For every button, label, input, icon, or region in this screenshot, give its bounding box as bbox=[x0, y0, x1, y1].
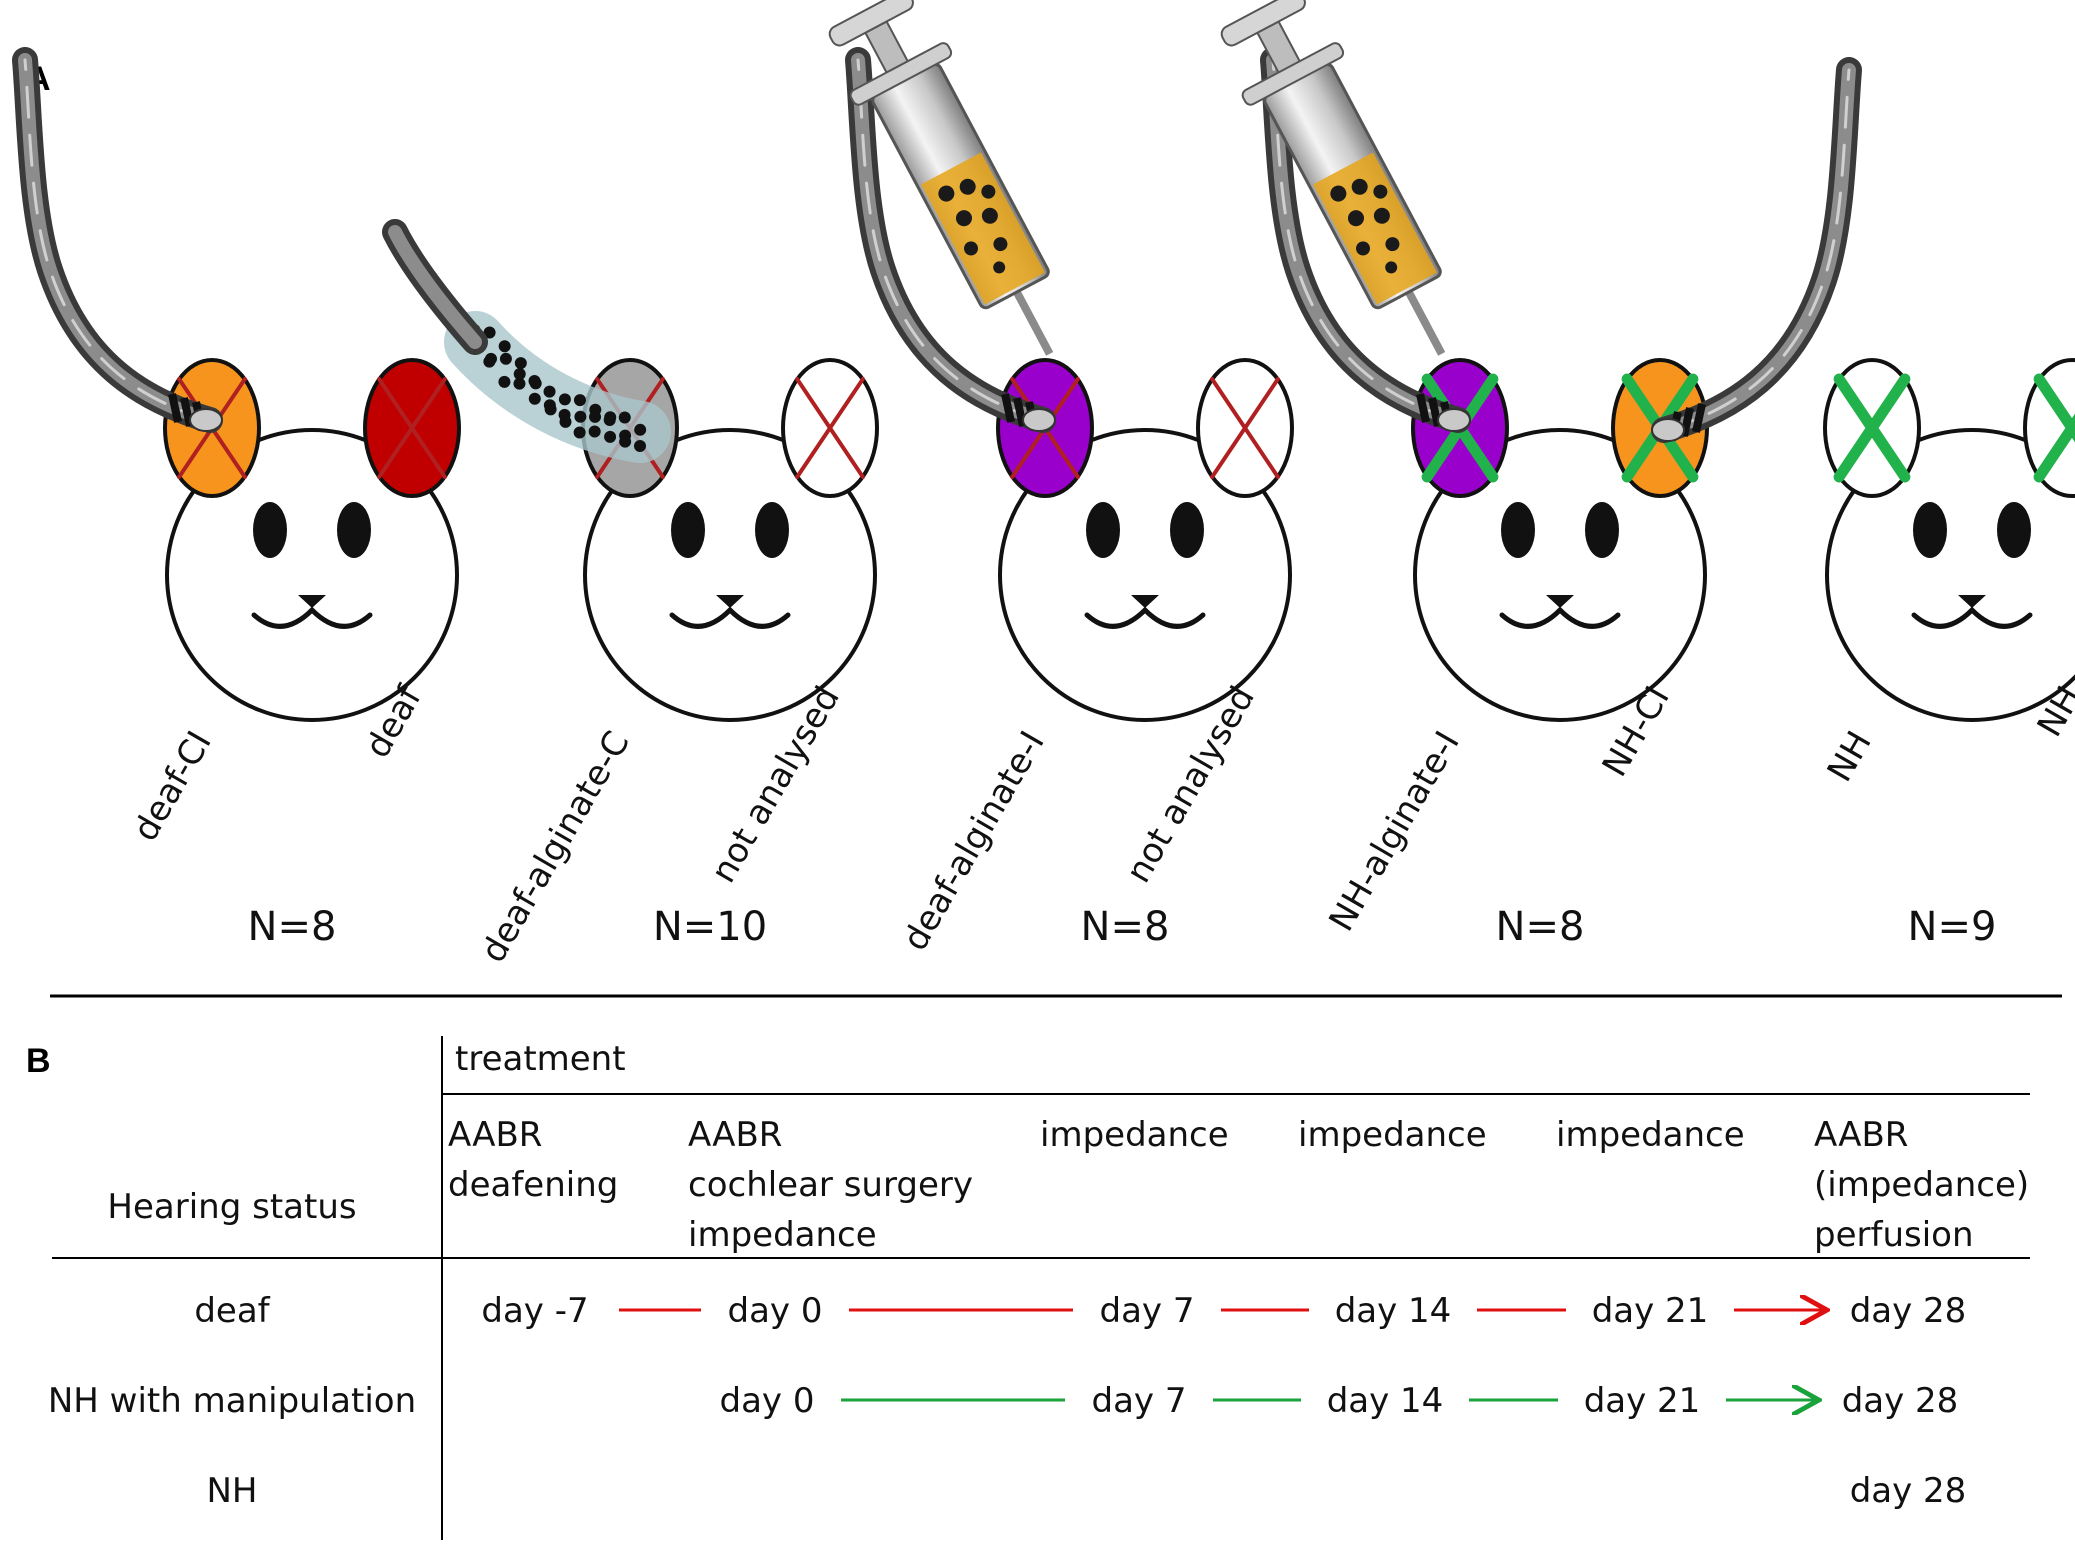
column-header-line: impedance bbox=[1556, 1115, 1745, 1155]
mouth-icon bbox=[1084, 606, 1206, 629]
group-size-label: N=8 bbox=[1496, 904, 1585, 950]
nose-icon bbox=[1546, 595, 1574, 608]
column-headers: AABR deafening AABR cochlear surgery impedan… bbox=[448, 1115, 2029, 1255]
nose-icon bbox=[1958, 595, 1986, 608]
eye-icon bbox=[1585, 502, 1619, 558]
hearing-status-label: deaf bbox=[194, 1291, 270, 1331]
hearing-status-header: Hearing status bbox=[107, 1187, 356, 1227]
left-ear-label: deaf-alginate-C bbox=[473, 725, 637, 970]
mouse-head bbox=[998, 428, 1292, 722]
mouth-icon bbox=[251, 606, 373, 629]
column-header-line: impedance bbox=[1298, 1115, 1487, 1155]
panel-b-letter: B bbox=[26, 1042, 51, 1080]
eye-icon bbox=[755, 502, 789, 558]
timeline-table: treatment Hearing status AABRdeafeningAA… bbox=[48, 1036, 2030, 1540]
hearing-status-label: NH bbox=[207, 1471, 258, 1511]
treatment-header: treatment bbox=[455, 1039, 626, 1079]
day-label: day 14 bbox=[1335, 1291, 1452, 1331]
day-label: day 0 bbox=[720, 1381, 815, 1421]
eye-icon bbox=[253, 502, 287, 558]
column-header-line: impedance bbox=[1040, 1115, 1229, 1155]
mouse-head bbox=[165, 428, 459, 722]
left-ear-label: deaf-CI bbox=[125, 725, 219, 848]
column-header-line: impedance bbox=[688, 1215, 877, 1255]
group-size-label: N=8 bbox=[1081, 904, 1170, 950]
nose-icon bbox=[1131, 595, 1159, 608]
day-label: day 28 bbox=[1850, 1291, 1967, 1331]
nose-icon bbox=[298, 595, 326, 608]
group-size-label: N=10 bbox=[653, 904, 767, 950]
day-label: day 14 bbox=[1327, 1381, 1444, 1421]
left-ear-label: deaf-alginate-I bbox=[895, 725, 1053, 958]
column-header-line: AABR bbox=[448, 1115, 542, 1155]
mouth-icon bbox=[1499, 606, 1621, 629]
group-size-label: N=8 bbox=[248, 904, 337, 950]
day-label: day 21 bbox=[1592, 1291, 1709, 1331]
column-header-line: AABR bbox=[688, 1115, 782, 1155]
eye-icon bbox=[671, 502, 705, 558]
group-size-label: N=9 bbox=[1908, 904, 1997, 950]
hearing-status-label: NH with manipulation bbox=[48, 1381, 416, 1421]
eye-icon bbox=[1997, 502, 2031, 558]
eye-icon bbox=[1086, 502, 1120, 558]
mouth-icon bbox=[1911, 606, 2033, 629]
nose-icon bbox=[716, 595, 744, 608]
column-header-line: AABR bbox=[1814, 1115, 1908, 1155]
syringe-icon bbox=[1220, 0, 1446, 356]
left-ear-label: NH-alginate-I bbox=[1321, 725, 1467, 939]
day-label: day 0 bbox=[728, 1291, 823, 1331]
syringe-icon bbox=[828, 0, 1054, 356]
mouse-head bbox=[583, 428, 877, 722]
day-label: day -7 bbox=[481, 1291, 588, 1331]
day-label: day 7 bbox=[1092, 1381, 1187, 1421]
eye-icon bbox=[1913, 502, 1947, 558]
eye-icon bbox=[337, 502, 371, 558]
column-header-line: deafening bbox=[448, 1165, 618, 1205]
left-ear-label: NH bbox=[1820, 725, 1880, 789]
day-label: day 7 bbox=[1100, 1291, 1195, 1331]
eye-icon bbox=[1170, 502, 1204, 558]
mouse-head bbox=[1413, 428, 1707, 722]
day-label: day 21 bbox=[1584, 1381, 1701, 1421]
timeline-rows: deaf day -7 day 0 day 7 day 14 day 21 day 28 NH… bbox=[48, 1291, 1966, 1511]
column-header-line: cochlear surgery bbox=[688, 1165, 973, 1205]
eye-icon bbox=[1501, 502, 1535, 558]
right-ear bbox=[2023, 358, 2075, 498]
mouth-icon bbox=[669, 606, 791, 629]
column-header-line: perfusion bbox=[1814, 1215, 1974, 1255]
day-label: day 28 bbox=[1850, 1471, 1967, 1511]
day-label: day 28 bbox=[1842, 1381, 1959, 1421]
column-header-line: (impedance) bbox=[1814, 1165, 2029, 1205]
